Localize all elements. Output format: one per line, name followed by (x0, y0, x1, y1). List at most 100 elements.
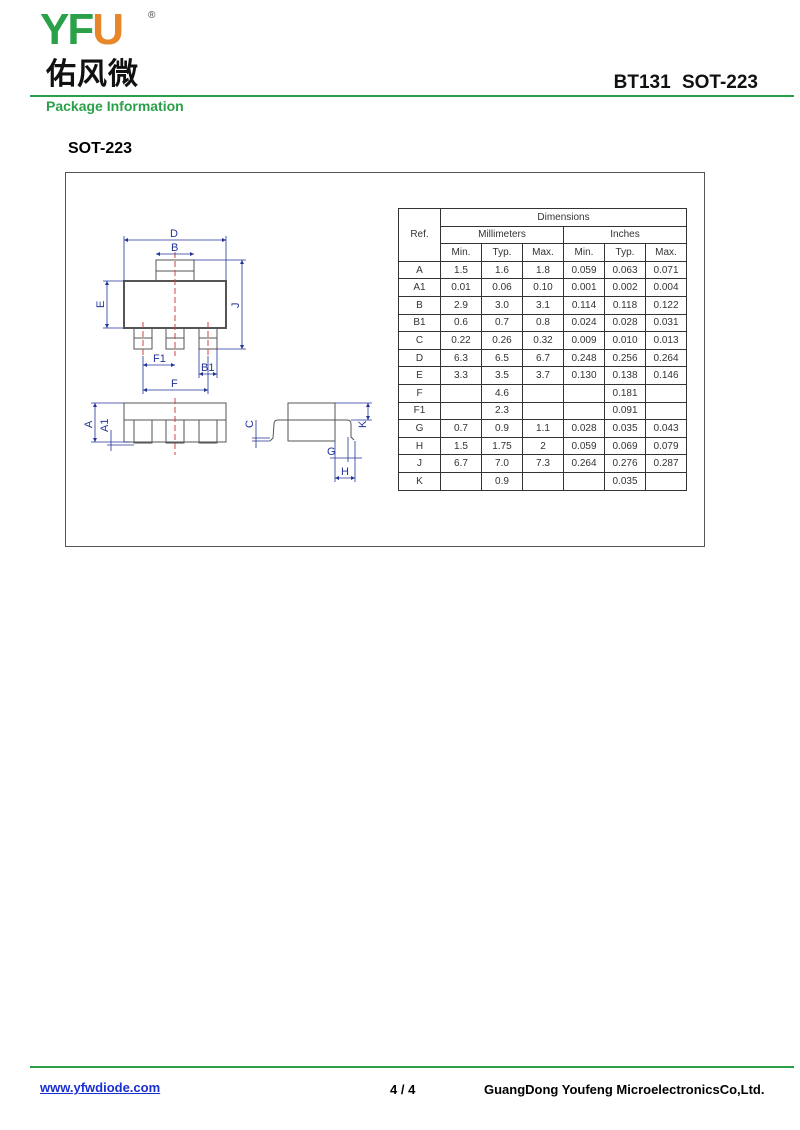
value-cell: 0.035 (604, 471, 646, 491)
value-cell: 4.6 (481, 383, 523, 403)
ref-cell: F (398, 383, 441, 403)
value-cell: 0.063 (604, 260, 646, 280)
dim-label-F1: F1 (153, 353, 166, 365)
dim-label-J: J (230, 303, 242, 309)
section-label: Package Information (46, 98, 184, 114)
ref-header: Ref. (398, 208, 441, 262)
sub-header: Min. (440, 243, 482, 262)
value-cell: 1.5 (440, 260, 482, 280)
header-divider (30, 95, 794, 97)
value-cell: 0.6 (440, 313, 482, 333)
value-cell (522, 383, 564, 403)
sub-header: Typ. (604, 243, 646, 262)
value-cell: 0.01 (440, 278, 482, 297)
value-cell: 0.091 (604, 401, 646, 421)
value-cell: 2 (522, 436, 564, 456)
package-title: SOT-223 (68, 140, 133, 157)
value-cell: 3.5 (481, 366, 523, 385)
value-cell: 0.024 (563, 313, 605, 333)
value-cell: 0.256 (604, 348, 646, 368)
value-cell: 0.122 (645, 295, 687, 315)
value-cell: 6.7 (522, 348, 564, 368)
value-cell (440, 471, 482, 491)
value-cell: 2.9 (440, 295, 482, 315)
value-cell: 0.002 (604, 278, 646, 297)
company-name: GuangDong Youfeng MicroelectronicsCo,Ltd… (484, 1082, 765, 1097)
value-cell: 0.118 (604, 295, 646, 315)
logo-chinese: 佑风微 (46, 57, 139, 92)
value-cell: 1.5 (440, 436, 482, 456)
ref-cell: B1 (398, 313, 441, 333)
inches-header: Inches (563, 225, 687, 245)
dim-label-H: H (341, 466, 349, 478)
document-title: BT131 SOT-223 (613, 72, 758, 93)
value-cell: 0.22 (440, 331, 482, 350)
value-cell (645, 401, 687, 421)
ref-cell: B (398, 295, 441, 315)
logo-letters: YF (40, 5, 94, 54)
ref-cell: C (398, 331, 441, 350)
dim-label-B: B (171, 242, 178, 254)
sub-header: Typ. (481, 243, 523, 262)
value-cell: 0.7 (440, 419, 482, 438)
value-cell (563, 471, 605, 491)
value-cell: 0.248 (563, 348, 605, 368)
logo-mark: U (92, 5, 124, 54)
value-cell: 0.10 (522, 278, 564, 297)
value-cell: 0.059 (563, 436, 605, 456)
ref-cell: A (398, 260, 441, 280)
package-frame (65, 172, 705, 547)
dim-label-K: K (357, 420, 369, 428)
value-cell: 0.071 (645, 260, 687, 280)
value-cell: 0.059 (563, 260, 605, 280)
value-cell: 0.9 (481, 419, 523, 438)
dim-label-E: E (95, 301, 107, 308)
ref-cell: H (398, 436, 441, 456)
logo: YFU (40, 5, 124, 54)
website-link[interactable]: www.yfwdiode.com (40, 1080, 161, 1095)
page-number: 4 / 4 (390, 1082, 416, 1097)
value-cell: 0.004 (645, 278, 687, 297)
dim-label-F: F (171, 378, 178, 390)
value-cell: 0.276 (604, 454, 646, 473)
value-cell: 0.8 (522, 313, 564, 333)
value-cell: 7.3 (522, 454, 564, 473)
value-cell: 3.0 (481, 295, 523, 315)
dim-label-D: D (170, 228, 178, 240)
dim-label-B1: B1 (201, 362, 214, 374)
value-cell: 1.1 (522, 419, 564, 438)
value-cell: 0.138 (604, 366, 646, 385)
ref-cell: F1 (398, 401, 441, 421)
dim-label-G: G (327, 446, 336, 458)
value-cell: 1.75 (481, 436, 523, 456)
value-cell: 0.06 (481, 278, 523, 297)
value-cell: 0.264 (563, 454, 605, 473)
ref-cell: G (398, 419, 441, 438)
value-cell: 2.3 (481, 401, 523, 421)
table-row: F1 2.3 0.091 (398, 401, 687, 421)
value-cell: 3.3 (440, 366, 482, 385)
value-cell: 1.6 (481, 260, 523, 280)
value-cell: 6.3 (440, 348, 482, 368)
value-cell (440, 401, 482, 421)
value-cell: 3.1 (522, 295, 564, 315)
value-cell: 7.0 (481, 454, 523, 473)
value-cell: 6.7 (440, 454, 482, 473)
value-cell (440, 383, 482, 403)
value-cell: 6.5 (481, 348, 523, 368)
value-cell: 0.32 (522, 331, 564, 350)
dim-label-A: A (83, 420, 95, 428)
value-cell: 0.130 (563, 366, 605, 385)
value-cell (522, 471, 564, 491)
